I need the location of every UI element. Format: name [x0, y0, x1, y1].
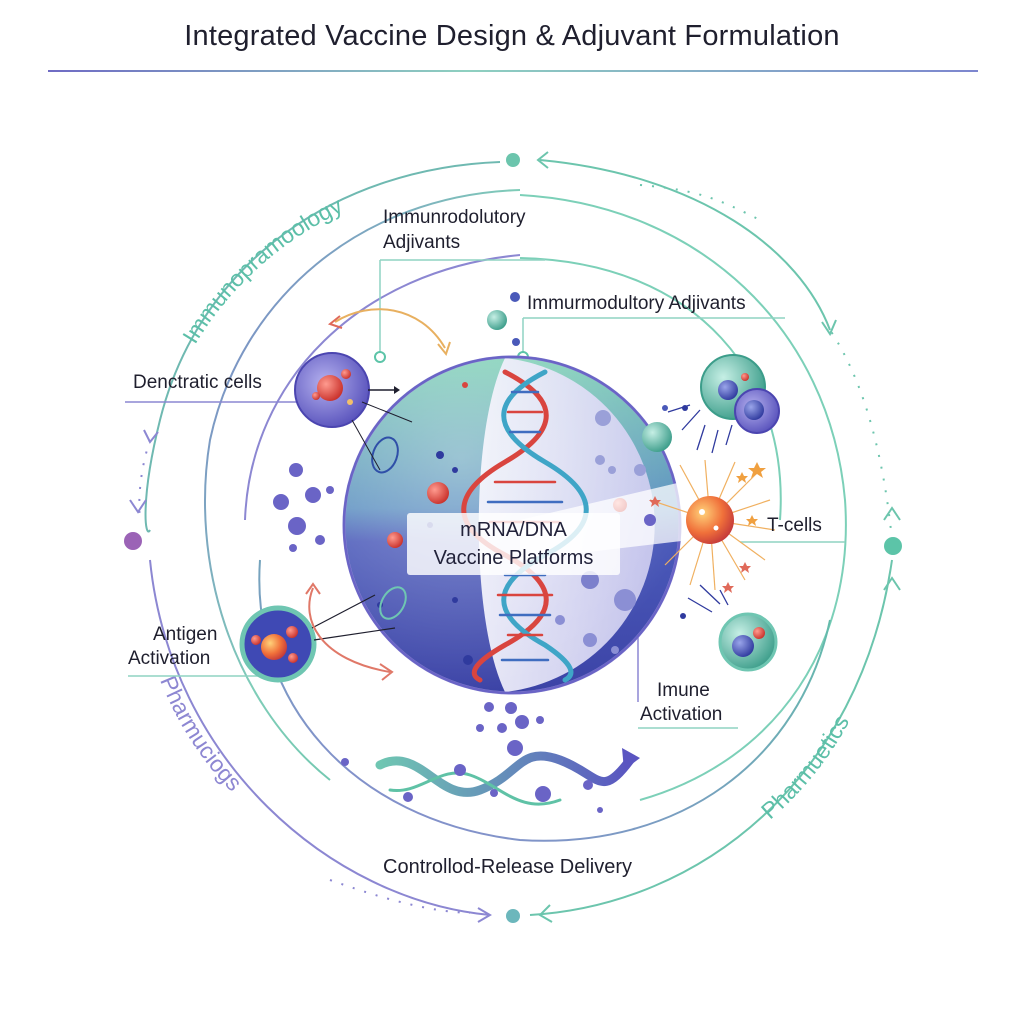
ring-arc-bottom-right: [529, 559, 893, 916]
ring-node-bottom: [506, 909, 520, 923]
label-t-cells: T-cells: [767, 515, 822, 536]
arrow-bottom-head-right: [379, 663, 394, 681]
release-wave: [341, 748, 640, 813]
dendritic-granule-b: [312, 392, 320, 400]
immune-cell-granule: [741, 373, 749, 381]
immune-cell-bottom-nucleus: [732, 635, 754, 657]
ring-middle-right: [519, 194, 847, 801]
release-wave-main: [375, 751, 635, 797]
cycle-rings: [138, 159, 893, 916]
antigen-granule-c: [288, 653, 298, 663]
feedback-arrows: [305, 308, 451, 681]
ring-dots-bottom: [329, 879, 471, 914]
release-wave-arrowhead: [622, 748, 640, 770]
label-antigen-line2: Activation: [128, 648, 211, 669]
arrowhead-bottom-right: [538, 904, 553, 923]
ring-node-top: [506, 153, 520, 167]
center-line1: mRNA/DNA: [460, 519, 567, 541]
leader-lines: [125, 259, 845, 729]
label-right-adjuvants: Immurmodultory Adjivants: [527, 293, 746, 314]
ring-node-left: [124, 532, 142, 550]
label-immune-line2: Activation: [640, 704, 723, 725]
arrowhead-right-top: [821, 319, 837, 337]
t-cell-body: [686, 496, 734, 544]
ring-arrowheads: [129, 151, 901, 923]
arrow-top-head-left: [327, 315, 343, 329]
dendritic-cell: [294, 352, 413, 471]
arrowhead-top: [536, 151, 549, 169]
t-cell: [649, 404, 776, 619]
label-controlled-release: Controllod-Release Delivery: [383, 856, 632, 878]
release-wave-secondary: [388, 771, 562, 806]
antigen-pointer: [311, 594, 376, 629]
arrow-bottom-curve: [308, 587, 391, 673]
title-divider: [48, 70, 978, 72]
arrow-top-curve: [334, 308, 446, 349]
immune-cell-bottom-right: [718, 612, 778, 672]
immune-cell-nucleus: [718, 380, 738, 400]
label-top-adjuvants-line1: Immunrodolutory: [383, 207, 526, 228]
ring-arc-left: [144, 161, 501, 533]
dendritic-nucleus: [317, 375, 343, 401]
ring-dots-right: [829, 329, 893, 541]
ring-arc-top-right: [539, 159, 831, 331]
t-cell-dot-a: [699, 509, 705, 515]
vesicle-bottom: [379, 586, 407, 620]
dendritic-pointer-2: [361, 401, 413, 423]
antigen-granule-a: [286, 626, 298, 638]
arc-label-pharmuciogs: Pharmuciogs: [155, 672, 247, 796]
antigen-pointer-2: [313, 627, 396, 641]
label-top-adjuvants-line2: Adjivants: [383, 232, 461, 253]
immune-cells-top-right: [700, 354, 780, 434]
arrowhead-left: [143, 429, 159, 444]
dna-rungs: [486, 390, 564, 662]
arrowhead-right: [883, 506, 901, 521]
dendritic-pointer-head: [394, 386, 400, 394]
antigen-granule-b: [251, 635, 261, 645]
arc-label-immunopramoology: Immunopramoology: [177, 192, 347, 348]
t-cell-dot-b: [713, 525, 719, 531]
dendritic-granule-a: [341, 369, 351, 379]
label-antigen-line1: Antigen: [153, 624, 218, 645]
ring-middle-left: [204, 189, 521, 781]
arrow-top-head-right: [437, 341, 451, 357]
antigen-nucleus: [261, 634, 287, 660]
ring-arc-bottom-left: [149, 559, 491, 916]
t-cell-signals: [667, 404, 733, 613]
floating-particles: [273, 292, 672, 756]
dendritic-pointer-3: [351, 419, 381, 471]
page-title: Integrated Vaccine Design & Adjuvant For…: [184, 20, 840, 52]
arrowhead-right-low: [883, 576, 901, 591]
ring-inner-bottom: [258, 559, 831, 842]
arrowhead-bottom-left: [477, 907, 492, 923]
center-line2: Vaccine Platforms: [433, 547, 594, 569]
dendritic-granule-c: [347, 399, 353, 405]
label-immune-line1: Imune: [657, 680, 710, 701]
anchor-top-adjuvants: [374, 351, 386, 363]
vesicle-top: [371, 436, 399, 474]
arrowhead-left-low: [129, 499, 147, 514]
center-platform-label: mRNA/DNA Vaccine Platforms: [407, 513, 620, 575]
label-dendritic-cells: Denctratic cells: [133, 372, 262, 393]
arrow-bottom-head-up: [305, 582, 321, 595]
ring-inner-top-right: [519, 257, 782, 521]
ring-inner-top-left: [244, 254, 521, 521]
sphere-particles: [377, 382, 646, 665]
arc-label-pharmuetics: Pharmuetics: [756, 711, 854, 824]
ring-node-right: [884, 537, 902, 555]
immune-cell-bottom-granule: [753, 627, 765, 639]
antigen-cell: [239, 594, 396, 683]
immune-cell-small-nucleus: [744, 400, 764, 420]
t-cell-stars: [649, 462, 766, 593]
